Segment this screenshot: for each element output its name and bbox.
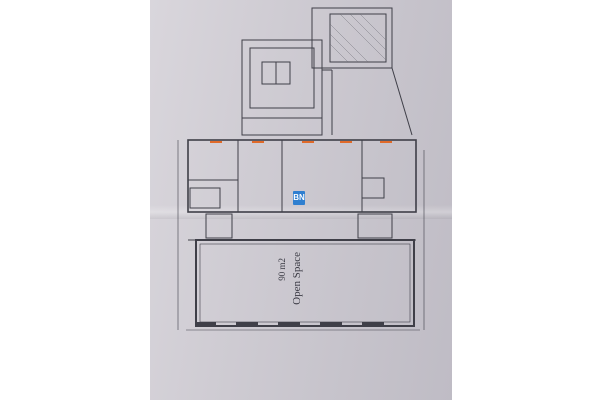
door-marker-5 (380, 141, 392, 143)
courtyard-hatch (329, 13, 387, 63)
door-marker-1 (210, 141, 222, 143)
courtyard-block (311, 7, 393, 69)
door-marker-2 (252, 141, 264, 143)
watermark-logo: BN (293, 191, 305, 205)
open-space-area: 90 m2 (277, 258, 287, 281)
open-space-outline (195, 239, 415, 327)
stair-annex-outline (241, 39, 323, 136)
open-space-inner (199, 243, 411, 323)
floor-plan-drawing (177, 7, 425, 331)
wc-left (205, 213, 233, 239)
bathroom-left (189, 187, 221, 209)
open-space-name: Open Space (291, 252, 303, 305)
door-marker-4 (340, 141, 352, 143)
door-marker-3 (302, 141, 314, 143)
floor-plan-sheet: BN Open Space 90 m2 (150, 0, 452, 400)
bathroom-right (361, 177, 385, 199)
bottom-wall-windows (196, 322, 384, 326)
courtyard-diagonal (391, 67, 413, 136)
courtyard-inner (329, 13, 387, 63)
wc-right (357, 213, 393, 239)
stair-inner (249, 47, 315, 109)
